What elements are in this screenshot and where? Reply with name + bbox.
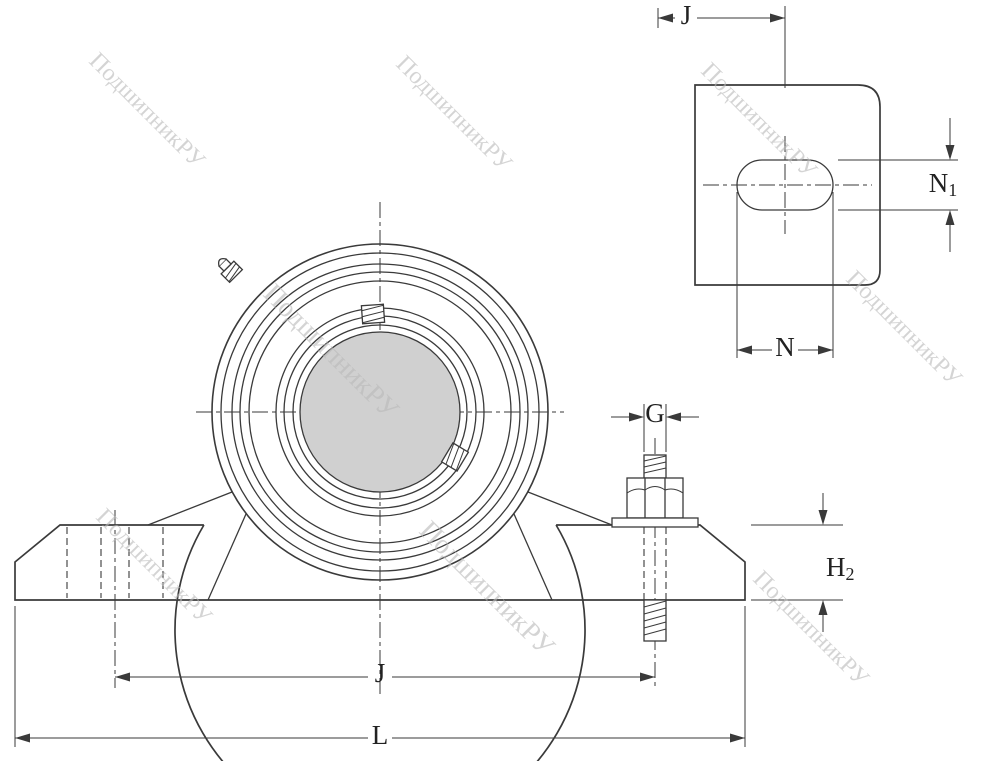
dim-label-H2: H2	[826, 552, 855, 584]
hex-nut	[626, 477, 684, 519]
dim-label-N1: N1	[929, 168, 958, 200]
watermarks: ПодшипникРУ ПодшипникРУ ПодшипникРУ Подш…	[84, 48, 967, 692]
dim-label-J-bottom: J	[375, 658, 386, 688]
dim-label-N: N	[775, 332, 795, 362]
dim-label-L: L	[372, 720, 389, 750]
outer-ring-circle-1	[220, 252, 540, 572]
washer	[611, 517, 699, 528]
hidden-bolt-hole-left	[66, 527, 164, 598]
base-plate-outline	[694, 84, 881, 286]
dimension-G: G	[611, 398, 699, 452]
watermark: ПодшипникРУ	[841, 266, 967, 392]
set-screw-side	[440, 442, 470, 472]
front-view: G H2 J L	[14, 202, 855, 761]
inner-ring-circle-3	[292, 324, 468, 500]
outer-ring-circle-4	[248, 280, 512, 544]
shaft-bore	[299, 331, 461, 493]
top-view-centerlines	[703, 6, 872, 234]
grease-nipple	[218, 258, 244, 284]
outer-ring-circle-3	[239, 271, 521, 553]
dimension-N: N	[736, 192, 834, 362]
housing-ribs	[147, 491, 613, 601]
watermark: ПодшипникРУ	[413, 515, 561, 663]
outer-ring-circle-2	[231, 263, 529, 561]
dimension-H2: H2	[751, 493, 855, 632]
dim-label-J-top: J	[681, 0, 692, 30]
housing-bore-circle	[211, 243, 549, 581]
set-screw-top	[360, 303, 386, 325]
dimension-N1: N1	[838, 118, 958, 252]
mounting-bolt	[611, 454, 699, 642]
housing-dome-outline	[174, 524, 586, 761]
bearing-circles	[211, 243, 549, 581]
dimension-L: L	[14, 606, 746, 750]
base-outline	[14, 524, 746, 601]
bolt-slot	[736, 159, 834, 211]
housing	[14, 491, 746, 761]
top-view: J N1 N	[657, 0, 958, 362]
dim-label-G: G	[645, 398, 665, 428]
watermark: ПодшипникРУ	[391, 51, 517, 177]
watermark: ПодшипникРУ	[84, 48, 210, 174]
dimension-J-bottom: J	[115, 658, 655, 688]
watermark: ПодшипникРУ	[748, 566, 874, 692]
watermark: ПодшипникРУ	[696, 58, 822, 184]
dimension-J-top: J	[657, 0, 785, 30]
